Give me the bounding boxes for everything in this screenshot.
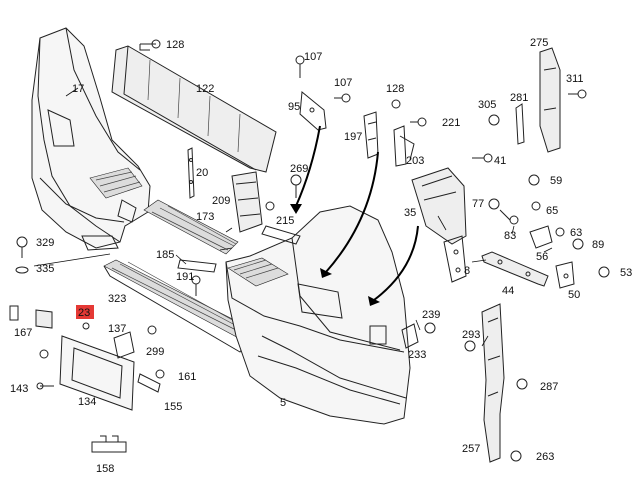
- callout-134: 134: [78, 396, 96, 408]
- callout-95: 95: [288, 101, 300, 113]
- callout-labels: 128 107 107 275 122 128 311 95 305 281 17 197 221 20 2…: [10, 37, 632, 475]
- callout-20: 20: [196, 167, 208, 179]
- bracket-95: [299, 91, 327, 131]
- bracket-56: [529, 225, 553, 249]
- callout-161: 161: [178, 371, 196, 383]
- callout-128: 128: [386, 83, 404, 95]
- bumper-left-end: [31, 27, 151, 251]
- callout-323: 323: [108, 293, 126, 305]
- callout-263: 263: [536, 451, 554, 463]
- clip-158: [91, 435, 127, 453]
- plate-holder-134: [59, 335, 135, 411]
- callout-143: 143: [10, 383, 28, 395]
- callout-56: 56: [536, 251, 548, 263]
- callout-17: 17: [72, 83, 84, 95]
- callout-221: 221: [442, 117, 460, 129]
- callout-203: 203: [406, 155, 424, 167]
- callout-44: 44: [502, 285, 514, 297]
- callout-197: 197: [344, 131, 362, 143]
- callout-215: 215: [276, 215, 294, 227]
- callout-233: 233: [408, 349, 426, 361]
- callout-107: 107: [334, 77, 352, 89]
- callout-137: 137: [108, 323, 126, 335]
- callout-185: 185: [156, 249, 174, 261]
- callout-269: 269: [290, 163, 308, 175]
- callout-155: 155: [164, 401, 182, 413]
- callout-65: 65: [546, 205, 558, 217]
- bracket-44: [481, 251, 549, 287]
- bracket-209: [231, 171, 263, 233]
- bracket-155: [137, 373, 161, 393]
- step-173: [143, 199, 239, 255]
- callout-257: 257: [462, 443, 480, 455]
- callout-122: 122: [196, 83, 214, 95]
- callout-8: 8: [464, 265, 470, 277]
- callout-89: 89: [592, 239, 604, 251]
- bracket-20: [187, 147, 195, 199]
- bracket-185: [177, 259, 217, 273]
- callout-167: 167: [14, 327, 32, 339]
- callout-191: 191: [176, 271, 194, 283]
- callout-209: 209: [212, 195, 230, 207]
- bracket-137: [113, 331, 135, 359]
- bumper-main-5: [225, 205, 411, 425]
- part-167-group: [9, 305, 53, 329]
- callout-107: 107: [304, 51, 322, 63]
- callout-50: 50: [568, 289, 580, 301]
- callout-299: 299: [146, 346, 164, 358]
- highlight-box: [76, 305, 94, 319]
- callout-77: 77: [472, 198, 484, 210]
- callout-293: 293: [462, 329, 480, 341]
- callout-305: 305: [478, 99, 496, 111]
- callout-63: 63: [570, 227, 582, 239]
- callout-158: 158: [96, 463, 114, 475]
- callout-23: 23: [78, 307, 90, 319]
- leader-lines: [33, 87, 553, 347]
- bracket-50: [555, 261, 575, 289]
- bracket-35: [411, 167, 467, 245]
- crossbeam-122: [111, 45, 277, 173]
- callout-287: 287: [540, 381, 558, 393]
- bracket-257: [481, 303, 505, 463]
- bracket-233: [401, 323, 419, 349]
- callout-173: 173: [196, 211, 214, 223]
- fasteners: [15, 39, 610, 462]
- callout-83: 83: [504, 230, 516, 242]
- callout-335: 335: [36, 263, 54, 275]
- callout-128: 128: [166, 39, 184, 51]
- callout-275: 275: [530, 37, 548, 49]
- callout-41: 41: [494, 155, 506, 167]
- bracket-203: [393, 125, 415, 167]
- bracket-197: [363, 111, 379, 159]
- callout-53: 53: [620, 267, 632, 279]
- callout-281: 281: [510, 92, 528, 104]
- bracket-8: [443, 235, 467, 283]
- callout-329: 329: [36, 237, 54, 249]
- callout-239: 239: [422, 309, 440, 321]
- callout-59: 59: [550, 175, 562, 187]
- assembly-arrows: [290, 125, 419, 306]
- callout-311: 311: [566, 73, 584, 85]
- bracket-281: [515, 103, 525, 145]
- callout-35: 35: [404, 207, 416, 219]
- callout-5: 5: [280, 397, 286, 409]
- bracket-275: [539, 47, 561, 153]
